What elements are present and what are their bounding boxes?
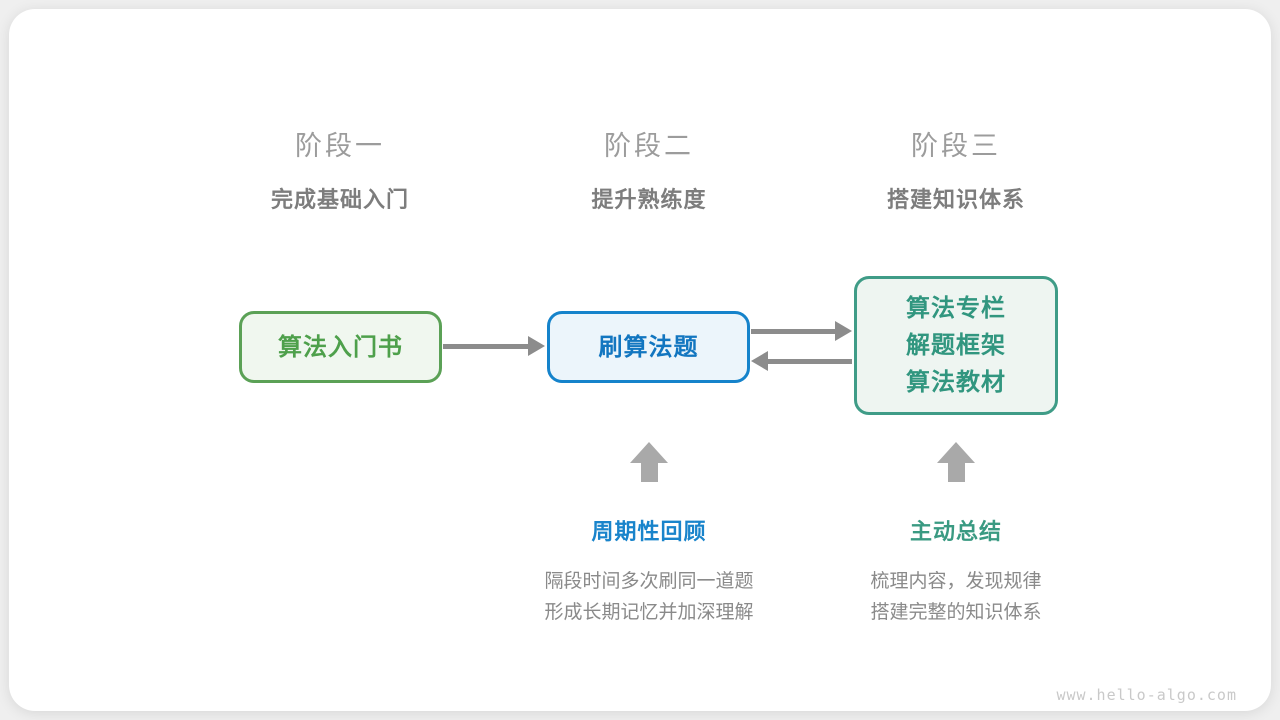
stage-header-3: 阶段三 搭建知识体系 (806, 127, 1106, 215)
arrow-up-stem (640, 463, 658, 482)
annotation-periodic-review: 周期性回顾 隔段时间多次刷同一道题 形成长期记忆并加深理解 (489, 515, 809, 628)
arrow-up-head (937, 442, 975, 463)
arrow-head (835, 321, 852, 341)
node-knowledge-sources: 算法专栏 解题框架 算法教材 (854, 276, 1058, 415)
arrow-up-stem (947, 463, 965, 482)
arrow-right-icon (443, 336, 545, 356)
arrow-line (766, 358, 852, 364)
stage-2-subtitle: 提升熟练度 (591, 187, 707, 212)
stage-header-1: 阶段一 完成基础入门 (190, 127, 490, 215)
annotation-periodic-review-title: 周期性回顾 (591, 519, 707, 544)
diagram-card: 阶段一 完成基础入门 阶段二 提升熟练度 阶段三 搭建知识体系 算法入门书 刷算… (9, 9, 1271, 711)
node-practice-problems-label: 刷算法题 (598, 333, 699, 361)
arrow-up-icon (937, 442, 975, 482)
stage-header-2: 阶段二 提升熟练度 (499, 127, 799, 215)
node-intro-book-label: 算法入门书 (278, 333, 403, 361)
arrow-line (443, 343, 530, 349)
arrow-head (528, 336, 545, 356)
stage-2-label: 阶段二 (604, 131, 694, 161)
stage-3-label: 阶段三 (911, 131, 1001, 161)
annotation-active-summary-title: 主动总结 (909, 519, 1002, 544)
node-knowledge-sources-line-3: 算法教材 (906, 369, 1006, 396)
annotation-desc-line: 形成长期记忆并加深理解 (544, 602, 754, 623)
node-knowledge-sources-line-2: 解题框架 (906, 332, 1006, 359)
arrow-left-icon (751, 351, 852, 371)
stage-3-subtitle: 搭建知识体系 (886, 187, 1025, 212)
arrow-line (751, 328, 837, 334)
annotation-active-summary: 主动总结 梳理内容，发现规律 搭建完整的知识体系 (796, 515, 1116, 628)
annotation-periodic-review-desc: 隔段时间多次刷同一道题 形成长期记忆并加深理解 (489, 566, 809, 628)
annotation-desc-line: 梳理内容，发现规律 (870, 571, 1042, 592)
arrow-head (751, 351, 768, 371)
arrow-up-icon (630, 442, 668, 482)
annotation-desc-line: 隔段时间多次刷同一道题 (544, 571, 754, 592)
node-intro-book: 算法入门书 (239, 311, 442, 383)
arrow-right-icon (751, 321, 852, 341)
stage-1-label: 阶段一 (295, 131, 385, 161)
watermark: www.hello-algo.com (1056, 686, 1237, 704)
stage-1-subtitle: 完成基础入门 (270, 187, 409, 212)
annotation-desc-line: 搭建完整的知识体系 (870, 602, 1042, 623)
annotation-active-summary-desc: 梳理内容，发现规律 搭建完整的知识体系 (796, 566, 1116, 628)
arrow-up-head (630, 442, 668, 463)
node-knowledge-sources-line-1: 算法专栏 (906, 295, 1006, 322)
node-practice-problems: 刷算法题 (547, 311, 750, 383)
